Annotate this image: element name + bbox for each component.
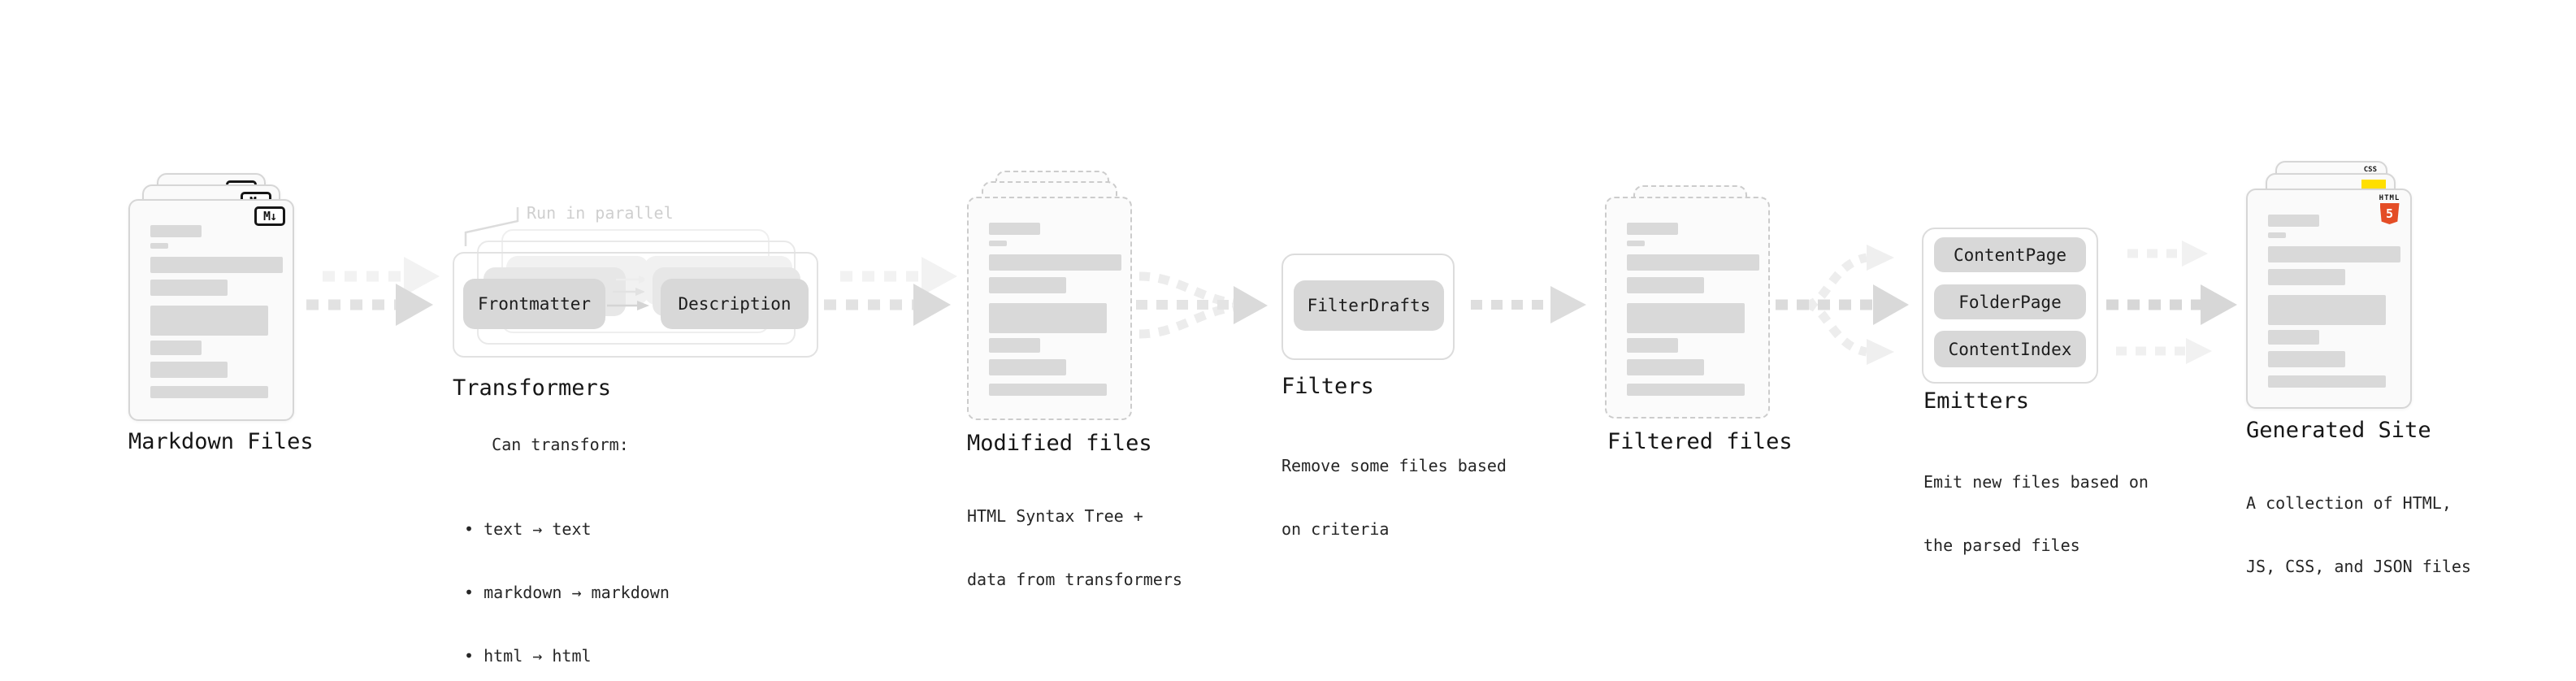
flow-arrows-emitters-to-site: [2106, 241, 2237, 364]
filter-drafts-pill: FilterDrafts: [1294, 280, 1444, 331]
caption-line: the parsed files: [1923, 536, 2080, 555]
transformers-frame-front: [453, 252, 818, 358]
flow-arrow-filters-to-filtered: [1471, 286, 1586, 323]
skeleton-line: [2268, 246, 2400, 262]
caption-line: A collection of HTML,: [2246, 493, 2452, 513]
skeleton-line: [2268, 295, 2386, 325]
skeleton-line: [1627, 303, 1745, 333]
skeleton-line: [989, 359, 1066, 375]
skeleton-line: [150, 362, 228, 378]
skeleton-line: [150, 306, 268, 336]
html5-icon-word: HTML: [2379, 194, 2400, 202]
transformers-caption: Can transform: • text → text • markdown …: [453, 413, 670, 681]
skeleton-line: [150, 280, 228, 296]
skeleton-line: [989, 254, 1121, 271]
folder-page-pill: FolderPage: [1934, 284, 2086, 319]
skeleton-line: [989, 338, 1040, 353]
modified-file-card-front: [967, 197, 1132, 420]
emitters-caption: Emit new files based on the parsed files: [1923, 429, 2149, 598]
skeleton-line: [2268, 330, 2319, 345]
run-in-parallel-callout-line: [464, 207, 519, 246]
caption-line: data from transformers: [967, 570, 1182, 589]
stage-title-transformers: Transformers: [453, 375, 612, 401]
skeleton-line: [2268, 351, 2345, 367]
caption-heading: Can transform:: [492, 435, 629, 454]
caption-line: on criteria: [1281, 519, 1390, 539]
skeleton-line: [989, 223, 1040, 235]
filtered-file-card-front: [1605, 197, 1770, 419]
bullet-item: • text → text: [464, 519, 592, 539]
modified-files-caption: HTML Syntax Tree + data from transformer…: [967, 463, 1182, 632]
skeleton-line: [2268, 232, 2286, 238]
skeleton-line: [989, 241, 1007, 246]
skeleton-line: [1627, 359, 1704, 375]
transform-bullet-list: • text → text • markdown → markdown • ht…: [453, 476, 670, 681]
stage-title-generated-site: Generated Site: [2246, 418, 2431, 443]
run-in-parallel-annotation: Run in parallel: [527, 203, 674, 223]
stage-title-filters: Filters: [1281, 374, 1374, 399]
caption-line: Remove some files based: [1281, 456, 1507, 475]
caption-line: Emit new files based on: [1923, 472, 2149, 492]
flow-arrow-transformers-to-modified: [824, 257, 957, 326]
skeleton-line: [1627, 277, 1704, 293]
site-file-card-html: HTML 5: [2246, 189, 2412, 409]
bullet-item: • html → html: [464, 646, 592, 666]
skeleton-line: [989, 384, 1107, 396]
skeleton-line: [2268, 269, 2345, 285]
stage-title-modified-files: Modified files: [967, 431, 1152, 456]
content-page-pill: ContentPage: [1934, 237, 2086, 272]
skeleton-line: [150, 243, 168, 249]
flow-arrow-fanout-to-emitters: [1776, 245, 1909, 365]
stage-title-markdown-files: Markdown Files: [128, 429, 314, 454]
skeleton-line: [1627, 384, 1745, 396]
skeleton-line: [1627, 223, 1678, 235]
skeleton-line: [150, 340, 202, 355]
skeleton-line: [2268, 215, 2319, 227]
skeleton-line: [989, 303, 1107, 333]
parallel-mini-arrows: [607, 275, 649, 310]
description-pill: Description: [661, 279, 809, 329]
generated-site-caption: A collection of HTML, JS, CSS, and JSON …: [2246, 450, 2471, 619]
flow-arrow-markdown-to-transformers: [306, 257, 440, 326]
skeleton-line: [150, 386, 268, 398]
frontmatter-pill: Frontmatter: [463, 279, 605, 329]
caption-line: HTML Syntax Tree +: [967, 506, 1143, 526]
skeleton-line: [1627, 241, 1645, 246]
html5-icon: HTML 5: [2379, 194, 2400, 224]
content-index-pill: ContentIndex: [1934, 331, 2086, 367]
bullet-item: • markdown → markdown: [464, 583, 670, 602]
skeleton-line: [150, 225, 202, 237]
skeleton-line: [1627, 338, 1678, 353]
stage-title-emitters: Emitters: [1923, 388, 2030, 414]
skeleton-line: [1627, 254, 1759, 271]
skeleton-line: [2268, 375, 2386, 388]
markdown-icon: M↓: [254, 206, 285, 226]
flow-arrow-merge-to-filters: [1136, 271, 1268, 339]
stage-title-filtered-files: Filtered files: [1607, 429, 1793, 454]
skeleton-line: [150, 257, 283, 273]
html5-icon-shield: 5: [2379, 203, 2400, 224]
caption-line: JS, CSS, and JSON files: [2246, 557, 2471, 576]
markdown-file-card-front: M↓: [128, 199, 294, 421]
skeleton-line: [989, 277, 1066, 293]
filters-caption: Remove some files based on criteria: [1281, 413, 1507, 582]
